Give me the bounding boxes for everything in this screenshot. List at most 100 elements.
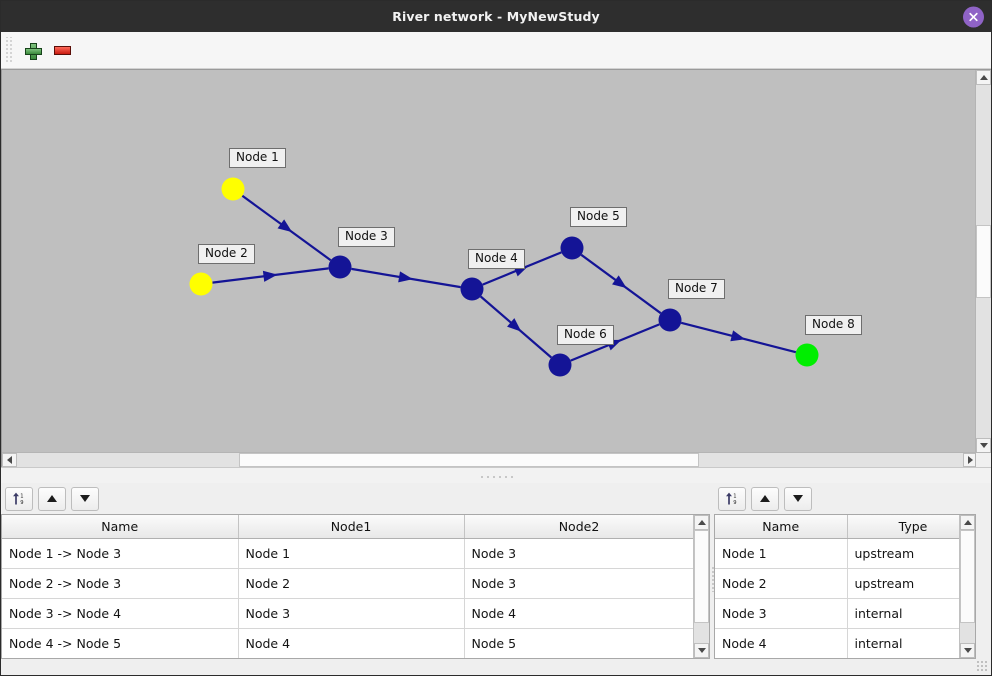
graph-node[interactable] — [658, 308, 682, 332]
nodes-sort-button[interactable]: 1 9 — [718, 486, 746, 511]
reaches-sort-button[interactable]: 1 9 — [5, 486, 33, 511]
reaches-move-up-button[interactable] — [38, 486, 66, 511]
graph-node[interactable] — [795, 343, 819, 367]
table-cell[interactable]: internal — [847, 598, 975, 629]
graph-node-label[interactable]: Node 3 — [338, 227, 395, 247]
graph-canvas[interactable]: Node 1 Node 2 Node 3 Node 4 Node 5 Node 6 Node… — [2, 70, 978, 453]
table-cell[interactable]: Node 2 -> Node 3 — [2, 568, 239, 599]
add-node-button[interactable] — [17, 35, 47, 65]
table-row-empty[interactable] — [715, 658, 976, 659]
graph-edge-arrow — [507, 318, 522, 332]
column-header[interactable]: Name — [715, 515, 848, 539]
table-cell[interactable] — [464, 658, 694, 659]
table-cell[interactable]: Node 3 — [464, 568, 695, 599]
nodes-move-up-button[interactable] — [751, 486, 779, 511]
graph-node[interactable] — [460, 277, 484, 301]
scroll-thumb-horizontal[interactable] — [239, 453, 699, 467]
scroll-thumb-vertical[interactable] — [976, 225, 991, 298]
table-cell[interactable]: Node 4 -> Node 5 — [2, 628, 239, 658]
scrollbar-corner — [975, 452, 991, 467]
vertical-splitter-grip[interactable] — [710, 566, 714, 592]
table-cell[interactable]: upstream — [847, 538, 975, 569]
table-cell[interactable]: internal — [847, 628, 975, 658]
scroll-track-lower[interactable] — [976, 298, 991, 438]
horizontal-splitter[interactable] — [1, 467, 991, 483]
table-cell[interactable]: Node 1 — [715, 538, 848, 569]
hscroll-track-left[interactable] — [17, 453, 239, 467]
table-cell[interactable]: Node 3 — [715, 598, 848, 629]
graph-horizontal-scrollbar[interactable] — [2, 452, 978, 467]
graph-node[interactable] — [560, 236, 584, 260]
table-cell[interactable] — [238, 658, 464, 659]
table-cell[interactable] — [847, 658, 976, 659]
graph-node-label[interactable]: Node 5 — [570, 207, 627, 227]
nodes-scroll-thumb[interactable] — [960, 530, 975, 623]
reaches-vertical-scrollbar[interactable] — [693, 515, 709, 658]
close-icon[interactable] — [963, 6, 984, 27]
graph-vertical-scrollbar[interactable] — [975, 70, 991, 453]
table-cell[interactable]: upstream — [847, 568, 975, 599]
nodes-vertical-scrollbar[interactable] — [959, 515, 975, 658]
table-cell[interactable]: Node 2 — [715, 568, 848, 599]
table-cell[interactable] — [2, 658, 238, 659]
table-cell[interactable]: Node 4 — [715, 628, 848, 658]
graph-node[interactable] — [548, 353, 572, 377]
graph-node[interactable] — [221, 177, 245, 201]
reaches-scroll-up-button[interactable] — [694, 515, 709, 530]
svg-text:1: 1 — [733, 494, 736, 500]
scroll-track-upper[interactable] — [976, 85, 991, 225]
table-cell[interactable] — [715, 658, 847, 659]
scroll-down-button[interactable] — [976, 438, 991, 453]
nodes-scroll-down-button[interactable] — [960, 643, 975, 658]
table-cell[interactable]: Node 3 — [238, 598, 465, 629]
table-cell[interactable]: Node 5 — [464, 628, 695, 658]
table-cell[interactable]: Node 3 — [464, 538, 695, 569]
scroll-left-button[interactable] — [2, 453, 17, 467]
graph-node-label[interactable]: Node 7 — [668, 279, 725, 299]
nodes-scroll-up-button[interactable] — [960, 515, 975, 530]
graph-node[interactable] — [189, 272, 213, 296]
graph-node-label[interactable]: Node 6 — [557, 325, 614, 345]
nodes-scroll-track[interactable] — [960, 623, 975, 643]
table-cell[interactable]: Node 1 — [238, 538, 465, 569]
remove-node-button[interactable] — [47, 35, 77, 65]
reaches-scroll-track[interactable] — [694, 623, 709, 643]
table-cell[interactable]: Node 4 — [464, 598, 695, 629]
toolbar-drag-handle[interactable] — [4, 37, 13, 63]
graph-node-label[interactable]: Node 1 — [229, 148, 286, 168]
reaches-scroll-thumb[interactable] — [694, 530, 709, 623]
river-network-graph-panel[interactable]: Node 1 Node 2 Node 3 Node 4 Node 5 Node 6 Node… — [1, 69, 991, 467]
column-header[interactable]: Type — [847, 515, 975, 539]
table-cell[interactable]: Node 4 — [238, 628, 465, 658]
graph-nodes — [189, 177, 819, 377]
column-header[interactable]: Node2 — [464, 515, 695, 539]
graph-node[interactable] — [328, 255, 352, 279]
scroll-up-button[interactable] — [976, 70, 991, 85]
column-header[interactable]: Name — [2, 515, 239, 539]
window-resize-grip[interactable] — [976, 660, 989, 673]
table-cell[interactable]: Node 3 -> Node 4 — [2, 598, 239, 629]
table-row-empty[interactable] — [2, 658, 694, 659]
graph-node-label[interactable]: Node 4 — [468, 249, 525, 269]
table-cell[interactable]: Node 2 — [238, 568, 465, 599]
hscroll-track-right[interactable] — [699, 453, 963, 467]
graph-node-label[interactable]: Node 8 — [805, 315, 862, 335]
splitter-grip[interactable] — [479, 473, 513, 478]
graph-node-label[interactable]: Node 2 — [198, 244, 255, 264]
nodes-move-down-button[interactable] — [784, 486, 812, 511]
vertical-splitter[interactable] — [710, 483, 714, 675]
column-header[interactable]: Node1 — [238, 515, 465, 539]
table-cell[interactable]: Node 1 -> Node 3 — [2, 538, 239, 569]
reaches-move-down-button[interactable] — [71, 486, 99, 511]
reaches-scroll-down-button[interactable] — [694, 643, 709, 658]
